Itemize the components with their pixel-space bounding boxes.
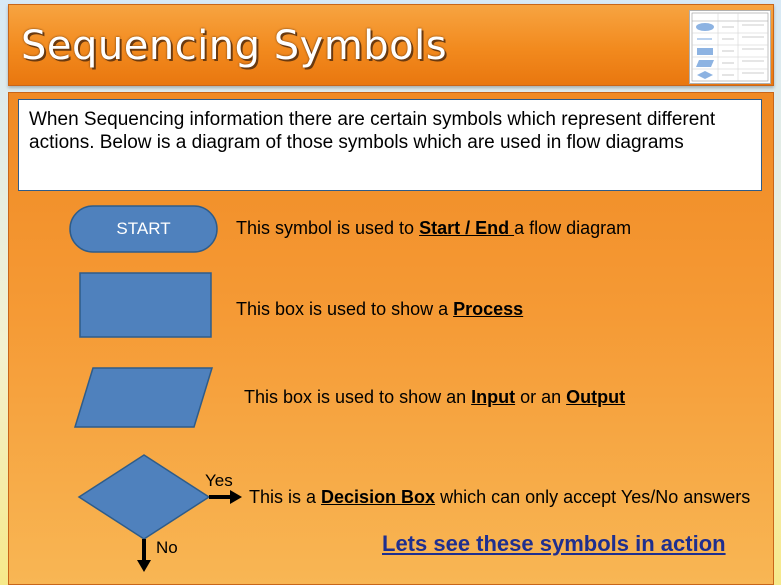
- thumbnail-table-image: [691, 12, 769, 82]
- start-desc-text: This symbol is used to: [236, 218, 420, 238]
- yes-label: Yes: [205, 471, 233, 490]
- symbols-in-action-link[interactable]: Lets see these symbols in action: [382, 531, 726, 556]
- title-bar: Sequencing Symbols: [8, 4, 774, 86]
- start-symbol-label: START: [116, 219, 171, 238]
- decision-description: This is a Decision Box which can only ac…: [249, 487, 750, 508]
- io-desc-mid: or an: [515, 387, 567, 407]
- start-desc-post: a flow diagram: [514, 218, 632, 238]
- symbol-table-thumbnail: [689, 10, 771, 84]
- process-description: This box is used to show a Process: [236, 299, 523, 320]
- terminator-symbol: [69, 205, 218, 253]
- no-arrow: [137, 539, 151, 572]
- start-description: This symbol is used to Start / End a flo…: [236, 218, 631, 239]
- no-label: No: [156, 538, 178, 557]
- process-symbol: [79, 272, 212, 338]
- input-output-symbol: [73, 367, 214, 428]
- io-desc-input: Input: [471, 387, 516, 407]
- intro-text-box: When Sequencing information there are ce…: [18, 99, 762, 191]
- io-desc-output: Output: [566, 387, 626, 407]
- io-desc-text: This box is used to show an: [244, 387, 472, 407]
- start-desc-key: Start / End: [419, 218, 515, 238]
- decision-symbol: [77, 454, 211, 540]
- decision-desc-text: This is a: [249, 487, 322, 507]
- page-title: Sequencing Symbols: [21, 23, 448, 69]
- process-desc-key: Process: [453, 299, 524, 319]
- io-description: This box is used to show an Input or an …: [244, 387, 625, 408]
- decision-desc-key: Decision Box: [321, 487, 436, 507]
- yes-arrow: [209, 490, 242, 504]
- decision-desc-post: which can only accept Yes/No answers: [435, 487, 751, 507]
- process-desc-text: This box is used to show a: [236, 299, 454, 319]
